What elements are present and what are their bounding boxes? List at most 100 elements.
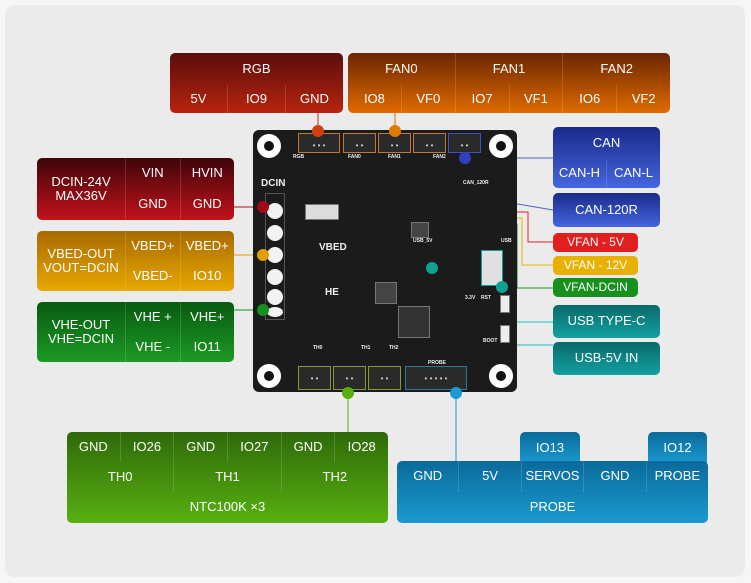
vbed-marker bbox=[257, 249, 269, 261]
th-group: TH1 bbox=[173, 462, 280, 492]
silk-fan2: FAN2 bbox=[433, 154, 446, 160]
rgb-label: RGB 5V IO9 GND bbox=[170, 53, 343, 113]
vhe-marker bbox=[257, 304, 269, 316]
probe-io12: IO12 bbox=[648, 432, 707, 464]
dcin-title: DCIN-24V MAX36V bbox=[51, 173, 111, 203]
vbed-pin: IO10 bbox=[179, 261, 235, 291]
probe-footer: PROBE bbox=[529, 499, 576, 515]
fan-title: FAN0 bbox=[385, 60, 418, 76]
usb-5v-in-label: USB-5V IN bbox=[553, 342, 660, 375]
silk-usb5v: USB_5V bbox=[413, 238, 433, 244]
mounting-hole bbox=[489, 134, 513, 158]
vhe-pin: VHE+ bbox=[179, 302, 235, 332]
rgb-pin: IO9 bbox=[227, 85, 285, 113]
fan2-connector: • • bbox=[413, 133, 446, 153]
circuit-board: • • • • • • • • • • • DCIN VBED HE RGB F… bbox=[253, 130, 517, 392]
rgb-title: RGB bbox=[242, 60, 271, 76]
fan-pin: IO8 bbox=[363, 90, 385, 106]
usb-c-port bbox=[481, 250, 503, 286]
boot-button[interactable] bbox=[500, 325, 510, 343]
silk-th1: TH1 bbox=[361, 345, 371, 351]
mounting-hole bbox=[257, 364, 281, 388]
th-pin: IO26 bbox=[119, 432, 174, 462]
silk-3v3: 3.3V bbox=[465, 295, 476, 301]
silk-vbed: VBED bbox=[319, 242, 347, 253]
can-connector: • • bbox=[448, 133, 481, 153]
vhe-pin: IO11 bbox=[179, 332, 235, 362]
mcu-chip bbox=[398, 306, 430, 338]
rgb-pin: GND bbox=[285, 85, 343, 113]
vfan-12v-label: VFAN - 12V bbox=[553, 256, 638, 275]
mounting-hole bbox=[257, 134, 281, 158]
probe-pin: GND bbox=[583, 461, 645, 492]
usb5v-marker bbox=[426, 262, 438, 274]
th-pin: IO27 bbox=[227, 432, 281, 462]
fan-title: FAN1 bbox=[492, 60, 526, 76]
th-pin: GND bbox=[173, 432, 227, 462]
vbed-pin: VBED- bbox=[132, 267, 173, 283]
vfan-dcin-label: VFAN-DCIN bbox=[553, 278, 638, 297]
can120r-label: CAN-120R bbox=[553, 193, 660, 227]
fan-pin: IO7 bbox=[471, 90, 493, 106]
silk-th0: TH0 bbox=[313, 345, 323, 351]
th-group: TH0 bbox=[107, 468, 133, 484]
probe-io13: IO13 bbox=[520, 432, 580, 464]
dcin-pin: GND bbox=[138, 196, 168, 212]
inductor bbox=[375, 282, 397, 304]
silk-th2: TH2 bbox=[389, 345, 399, 351]
rgb-marker bbox=[312, 125, 324, 137]
vhe-pin: VHE - bbox=[135, 338, 171, 354]
jumper-block bbox=[305, 204, 339, 220]
th-footer: NTC100K ×3 bbox=[189, 499, 266, 515]
probe-pin: SERVOS bbox=[520, 461, 583, 492]
silk-rst: RST bbox=[481, 295, 491, 301]
silk-can120: CAN_120R bbox=[463, 180, 489, 186]
vbed-pin: VBED+ bbox=[131, 237, 175, 253]
vhe-pin: VHE + bbox=[133, 308, 172, 324]
dcin-pin: VIN bbox=[141, 165, 164, 181]
probe-pin: GND bbox=[413, 468, 443, 484]
rgb-pin: 5V bbox=[190, 90, 207, 106]
fan-title: FAN2 bbox=[600, 60, 633, 76]
fan-pin: VF0 bbox=[400, 85, 455, 113]
vbed-title: VBED-OUT VOUT=DCIN bbox=[43, 245, 119, 275]
fan-marker bbox=[389, 125, 401, 137]
th-pin: GND bbox=[280, 432, 335, 462]
can-marker bbox=[459, 152, 471, 164]
fan-pin: IO6 bbox=[579, 90, 601, 106]
vbed-pin: VBED+ bbox=[179, 231, 235, 261]
dcin-pin: GND bbox=[179, 189, 235, 220]
can-pin: CAN-L bbox=[606, 159, 660, 188]
vfan-5v-label: VFAN - 5V bbox=[553, 233, 638, 252]
reset-button[interactable] bbox=[500, 295, 510, 313]
fan0-connector: • • bbox=[343, 133, 376, 153]
th2-connector: • • bbox=[368, 366, 401, 390]
vbed-label: VBED-OUT VOUT=DCIN VBED+VBED+ VBED- IO10 bbox=[37, 231, 234, 291]
fan0-group: FAN0 IO8 VF0 bbox=[348, 53, 455, 113]
th-pin: GND bbox=[78, 438, 108, 454]
probe-connector: • • • • • bbox=[405, 366, 467, 390]
vhe-label: VHE-OUT VHE=DCIN VHE + VHE+ VHE - IO11 bbox=[37, 302, 234, 362]
silk-rgb: RGB bbox=[293, 154, 305, 160]
mounting-hole bbox=[489, 364, 513, 388]
vhe-title: VHE-OUT VHE=DCIN bbox=[47, 316, 115, 346]
silk-probe: PROBE bbox=[428, 360, 446, 366]
th-marker bbox=[342, 387, 354, 399]
th0-connector: • • bbox=[298, 366, 331, 390]
dcin-marker bbox=[257, 201, 269, 213]
silk-he: HE bbox=[325, 287, 339, 298]
can-title: CAN bbox=[592, 134, 621, 150]
fan1-group: FAN1 IO7 VF1 bbox=[454, 53, 563, 113]
silk-boot: BOOT bbox=[483, 338, 498, 344]
usbc-marker bbox=[496, 281, 508, 293]
silk-dcin: DCIN bbox=[261, 178, 286, 189]
usb-type-c-label: USB TYPE-C bbox=[553, 305, 660, 338]
silk-usb: USB bbox=[501, 238, 512, 244]
fan-pin: VF1 bbox=[508, 85, 563, 113]
